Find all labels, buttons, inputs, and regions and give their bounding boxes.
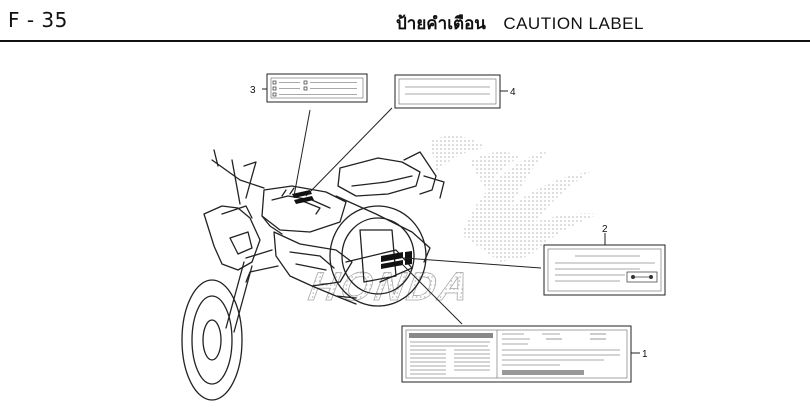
callout-number-3: 3 [250, 85, 256, 96]
page-title: ป้ายคำเตือน CAUTION LABEL [396, 10, 644, 37]
label-4-graphic [394, 74, 501, 109]
label-1-marker [381, 251, 412, 269]
callout-number-1: 1 [642, 349, 648, 360]
label-3-graphic [266, 73, 368, 103]
leader-lines [262, 88, 640, 354]
honda-watermark-text: HONDA [306, 264, 475, 309]
label-2-graphic [543, 244, 666, 296]
motorcycle-illustration [181, 149, 445, 401]
page-title-english: CAUTION LABEL [503, 14, 644, 33]
label-3-4-marker [292, 190, 314, 204]
honda-wing-logo: HONDA [305, 135, 600, 309]
page-title-thai: ป้ายคำเตือน [396, 14, 486, 34]
callout-number-2: 2 [602, 224, 608, 235]
header-rule [0, 40, 810, 42]
page-code: F - 35 [8, 8, 68, 32]
callout-number-4: 4 [510, 87, 516, 98]
label-1-graphic [401, 325, 632, 383]
